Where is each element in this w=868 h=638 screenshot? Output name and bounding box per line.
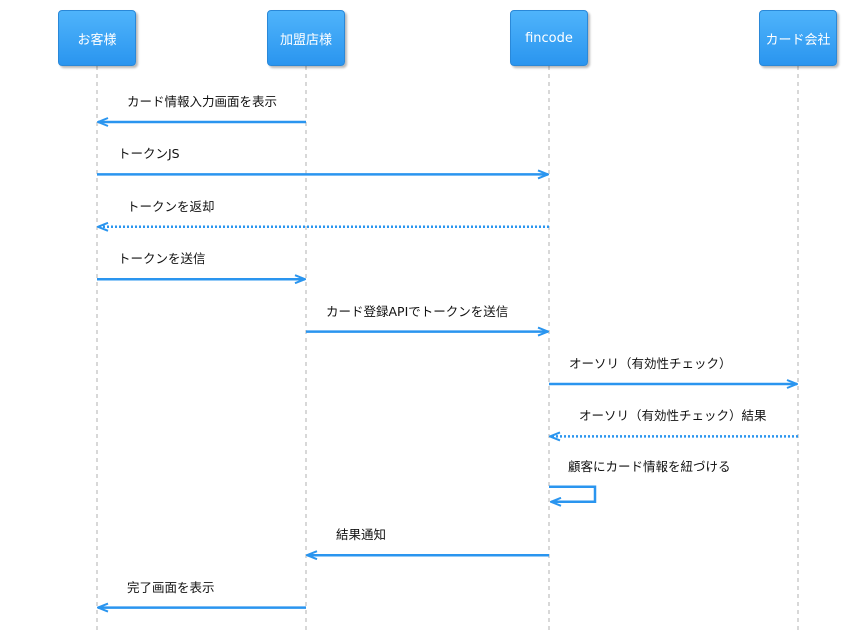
message-label: トークンJS — [118, 146, 180, 162]
participant-label: カード会社 — [765, 32, 831, 48]
message-label: 結果通知 — [336, 527, 387, 543]
participant-label: 加盟店様 — [279, 32, 332, 48]
message-label: カード登録APIでトークンを送信 — [326, 303, 509, 319]
message-label: トークンを送信 — [118, 251, 206, 267]
participant-box: 加盟店様 — [267, 10, 345, 66]
message-label: 完了画面を表示 — [127, 579, 215, 595]
self-message-arrow — [549, 485, 597, 502]
message-arrows — [97, 122, 798, 608]
participant-box: お客様 — [58, 10, 136, 66]
message-label: トークンを返却 — [127, 198, 215, 214]
participant-box: fincode — [510, 10, 588, 66]
message-label: カード情報入力画面を表示 — [127, 94, 278, 109]
participant-label: お客様 — [77, 32, 117, 48]
message-label: オーソリ（有効性チェック） — [569, 356, 732, 371]
participant-box: カード会社 — [759, 10, 837, 66]
participant-label: fincode — [525, 30, 573, 46]
lifelines — [96, 66, 799, 630]
message-label: オーソリ（有効性チェック）結果 — [579, 408, 767, 424]
message-label: 顧客にカード情報を紐づける — [568, 458, 731, 474]
